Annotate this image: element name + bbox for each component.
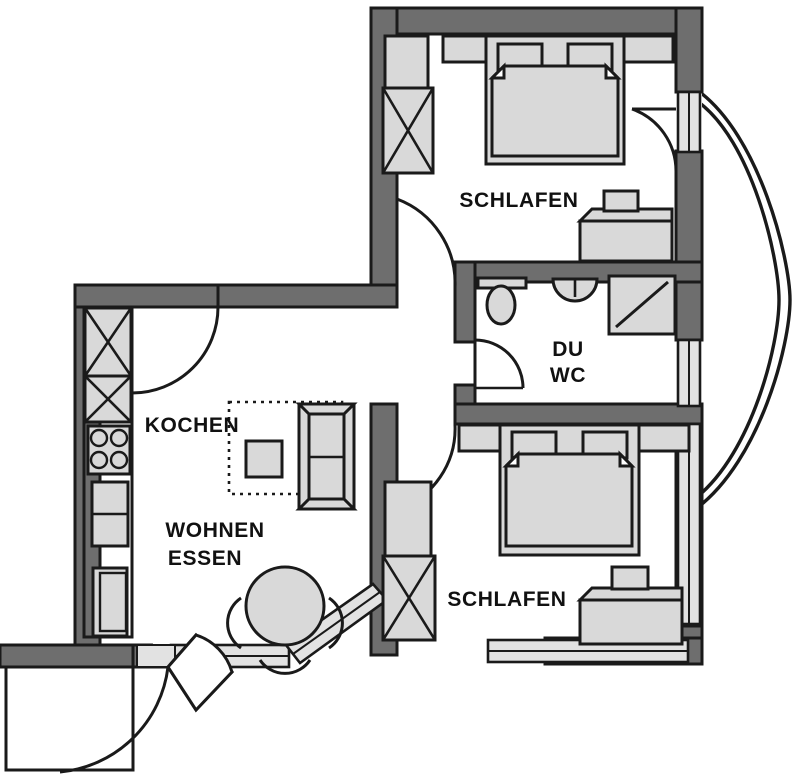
- label-kochen: KOCHEN: [145, 414, 240, 437]
- shower: [607, 274, 677, 336]
- coffee-table: [244, 439, 284, 479]
- bed-south: [498, 423, 641, 557]
- furniture-living: [226, 400, 358, 675]
- sofa: [295, 402, 358, 511]
- kitchen-cabinet-upper: [83, 306, 133, 378]
- living-zone-outline: [227, 400, 344, 496]
- desk-south: [576, 565, 684, 646]
- bed-north: [484, 34, 626, 166]
- nightstand-south-right: [637, 423, 691, 453]
- door-bedroom-north: [395, 197, 457, 288]
- wardrobe-north-top: [383, 34, 430, 90]
- nightstand-north-left: [441, 34, 493, 64]
- dining-chair-bottom: [258, 659, 312, 675]
- wardrobe-south-x: [381, 554, 437, 642]
- window-balcony-door-north: [676, 90, 702, 154]
- window-bath: [676, 338, 702, 408]
- door-bathroom: [473, 338, 525, 390]
- furniture-bedroom-north: [381, 34, 675, 263]
- wardrobe-north-x: [381, 86, 435, 175]
- dining-set: [226, 565, 344, 675]
- kitchen-cabinet-lower: [83, 374, 133, 424]
- label-essen: ESSEN: [168, 547, 242, 570]
- kitchen-sink: [90, 480, 130, 548]
- refrigerator: [91, 566, 129, 638]
- room-labels: SCHLAFEN DU WC KOCHEN WOHNEN ESSEN SCHLA…: [145, 189, 586, 611]
- dining-table: [244, 565, 326, 647]
- label-du: DU: [552, 338, 584, 361]
- washbasin: [551, 277, 599, 303]
- door-balcony: [631, 107, 678, 173]
- desk-north: [576, 189, 674, 263]
- furniture-kitchen: [82, 305, 134, 639]
- chair-south: [610, 565, 650, 591]
- label-wohnen: WOHNEN: [165, 519, 264, 542]
- furniture-bathroom: [476, 274, 677, 336]
- doors: [4, 107, 678, 774]
- nightstand-south-left: [457, 423, 508, 453]
- toilet: [476, 276, 528, 326]
- entrance-door: [4, 632, 235, 774]
- label-schlafen-south: SCHLAFEN: [447, 588, 566, 611]
- furniture-bedroom-south: [381, 423, 691, 646]
- chair-north: [602, 189, 640, 213]
- label-wc: WC: [550, 364, 586, 387]
- dining-chair-left: [226, 596, 242, 650]
- nightstand-north-right: [621, 34, 675, 64]
- window-living-bottom-2: [136, 644, 176, 668]
- cooktop: [86, 424, 132, 476]
- label-schlafen-north: SCHLAFEN: [459, 189, 578, 212]
- wardrobe-south-top: [383, 480, 433, 558]
- dining-chair-right: [328, 596, 344, 650]
